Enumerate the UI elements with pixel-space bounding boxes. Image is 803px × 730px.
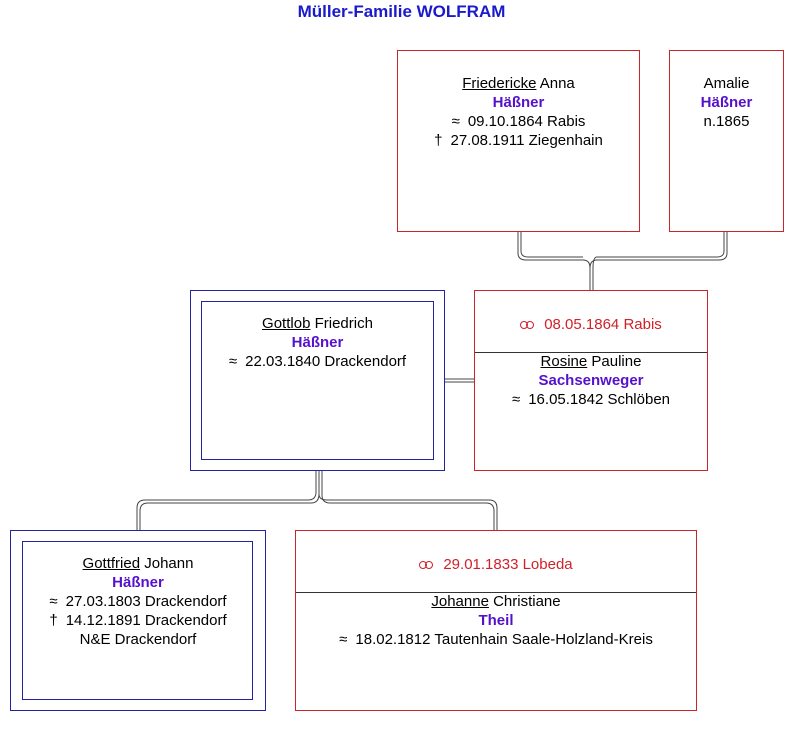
person-name: Johanne Christiane [431, 593, 561, 610]
baptism-line: ≈09.10.1864 Rabis [451, 113, 586, 130]
person-card-friedericke[interactable]: Friedericke Anna Häßner ≈09.10.1864 Rabi… [397, 50, 640, 232]
person-surname: Häßner [112, 574, 164, 591]
death-line: †14.12.1891 Drackendorf [49, 612, 227, 629]
person-name: Amalie [703, 75, 750, 92]
marriage-rings-icon [419, 560, 435, 570]
person-card-rosine[interactable]: 08.05.1864 Rabis Rosine Pauline Sachsenw… [474, 290, 708, 471]
baptism-line: ≈22.03.1840 Drackendorf [228, 353, 407, 370]
baptism-line: ≈18.02.1812 Tautenhain Saale-Holzland-Kr… [339, 631, 653, 648]
person-name: Gottlob Friedrich [262, 315, 373, 332]
person-name: Rosine Pauline [540, 353, 642, 370]
death-icon: † [49, 612, 58, 629]
marriage-rings-icon [520, 320, 536, 330]
person-card-amalie[interactable]: Amalie Häßner n.1865 [669, 50, 784, 232]
baptism-icon: ≈ [49, 593, 58, 610]
person-note: n.1865 [703, 113, 750, 130]
baptism-line: ≈27.03.1803 Drackendorf [49, 593, 227, 610]
person-note: N&E Drackendorf [79, 631, 197, 648]
person-name: Gottfried Johann [82, 555, 194, 572]
marriage-line: 08.05.1864 Rabis [475, 315, 707, 334]
person-card-johanne[interactable]: 29.01.1833 Lobeda Johanne Christiane The… [295, 530, 697, 711]
person-surname: Häßner [492, 94, 545, 111]
person-card-gottlob[interactable]: Gottlob Friedrich Häßner ≈22.03.1840 Dra… [190, 290, 445, 471]
baptism-icon: ≈ [451, 113, 460, 130]
person-surname: Theil [478, 612, 514, 629]
baptism-icon: ≈ [339, 631, 348, 648]
person-surname: Häßner [291, 334, 344, 351]
person-name: Friedericke Anna [462, 75, 575, 92]
divider [296, 592, 696, 593]
death-line: †27.08.1911 Ziegenhain [434, 132, 603, 149]
baptism-line: ≈16.05.1842 Schlöben [511, 391, 671, 408]
page-title: Müller-Familie WOLFRAM [297, 2, 506, 21]
baptism-icon: ≈ [228, 353, 238, 370]
person-surname: Sachsenweger [538, 372, 644, 389]
person-card-gottfried[interactable]: Gottfried Johann Häßner ≈27.03.1803 Drac… [10, 530, 266, 711]
death-icon: † [434, 132, 443, 149]
baptism-icon: ≈ [511, 391, 521, 408]
divider [475, 352, 707, 353]
person-surname: Häßner [700, 94, 753, 111]
marriage-line: 29.01.1833 Lobeda [296, 555, 696, 574]
